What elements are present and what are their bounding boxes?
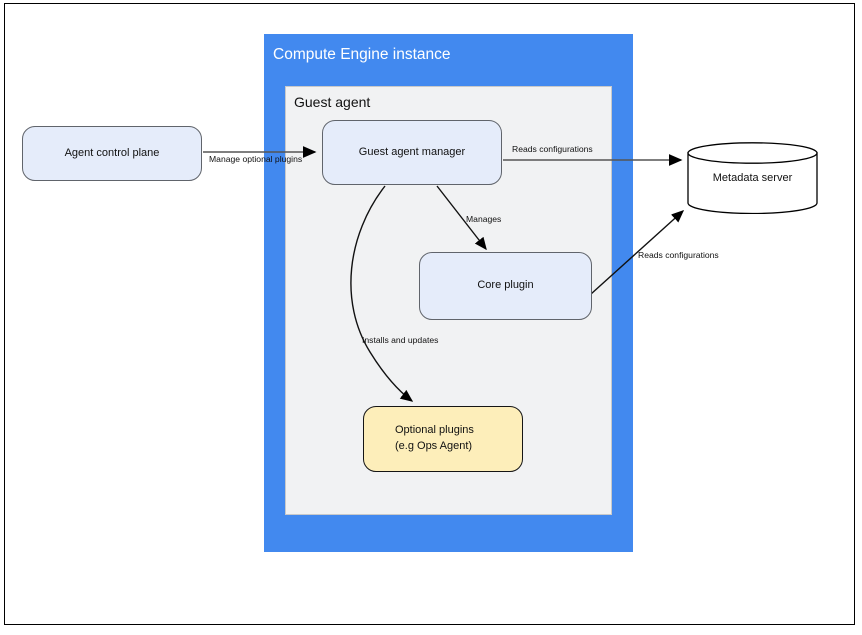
node-metadata-server[interactable]: Metadata server <box>687 142 818 215</box>
node-label-optional-plugins-line1: Optional plugins <box>395 424 474 437</box>
edge-label-reads-configurations-mid: Reads configurations <box>638 250 719 260</box>
edge-label-manages: Manages <box>466 214 502 224</box>
node-label-guest-agent-manager: Guest agent manager <box>358 145 466 158</box>
node-guest-agent-manager[interactable]: Guest agent manager <box>322 120 502 185</box>
edge-label-manage-optional-plugins: Manage optional plugins <box>209 154 303 164</box>
node-agent-control-plane[interactable]: Agent control plane <box>22 126 202 181</box>
node-optional-plugins[interactable]: Optional plugins (e.g Ops Agent) <box>363 406 523 472</box>
node-core-plugin[interactable]: Core plugin <box>419 252 592 320</box>
guest-agent-label: Guest agent <box>294 94 371 110</box>
page-border <box>4 3 855 625</box>
cylinder-shape <box>687 142 818 215</box>
edge-label-installs-and-updates: Installs and updates <box>362 335 439 345</box>
node-label-core-plugin: Core plugin <box>477 279 534 292</box>
node-label-optional-plugins-line2: (e.g Ops Agent) <box>395 440 473 452</box>
edge-label-reads-configurations-top: Reads configurations <box>512 144 593 154</box>
node-label-agent-control-plane: Agent control plane <box>64 146 160 159</box>
compute-engine-instance-label: Compute Engine instance <box>273 46 451 63</box>
